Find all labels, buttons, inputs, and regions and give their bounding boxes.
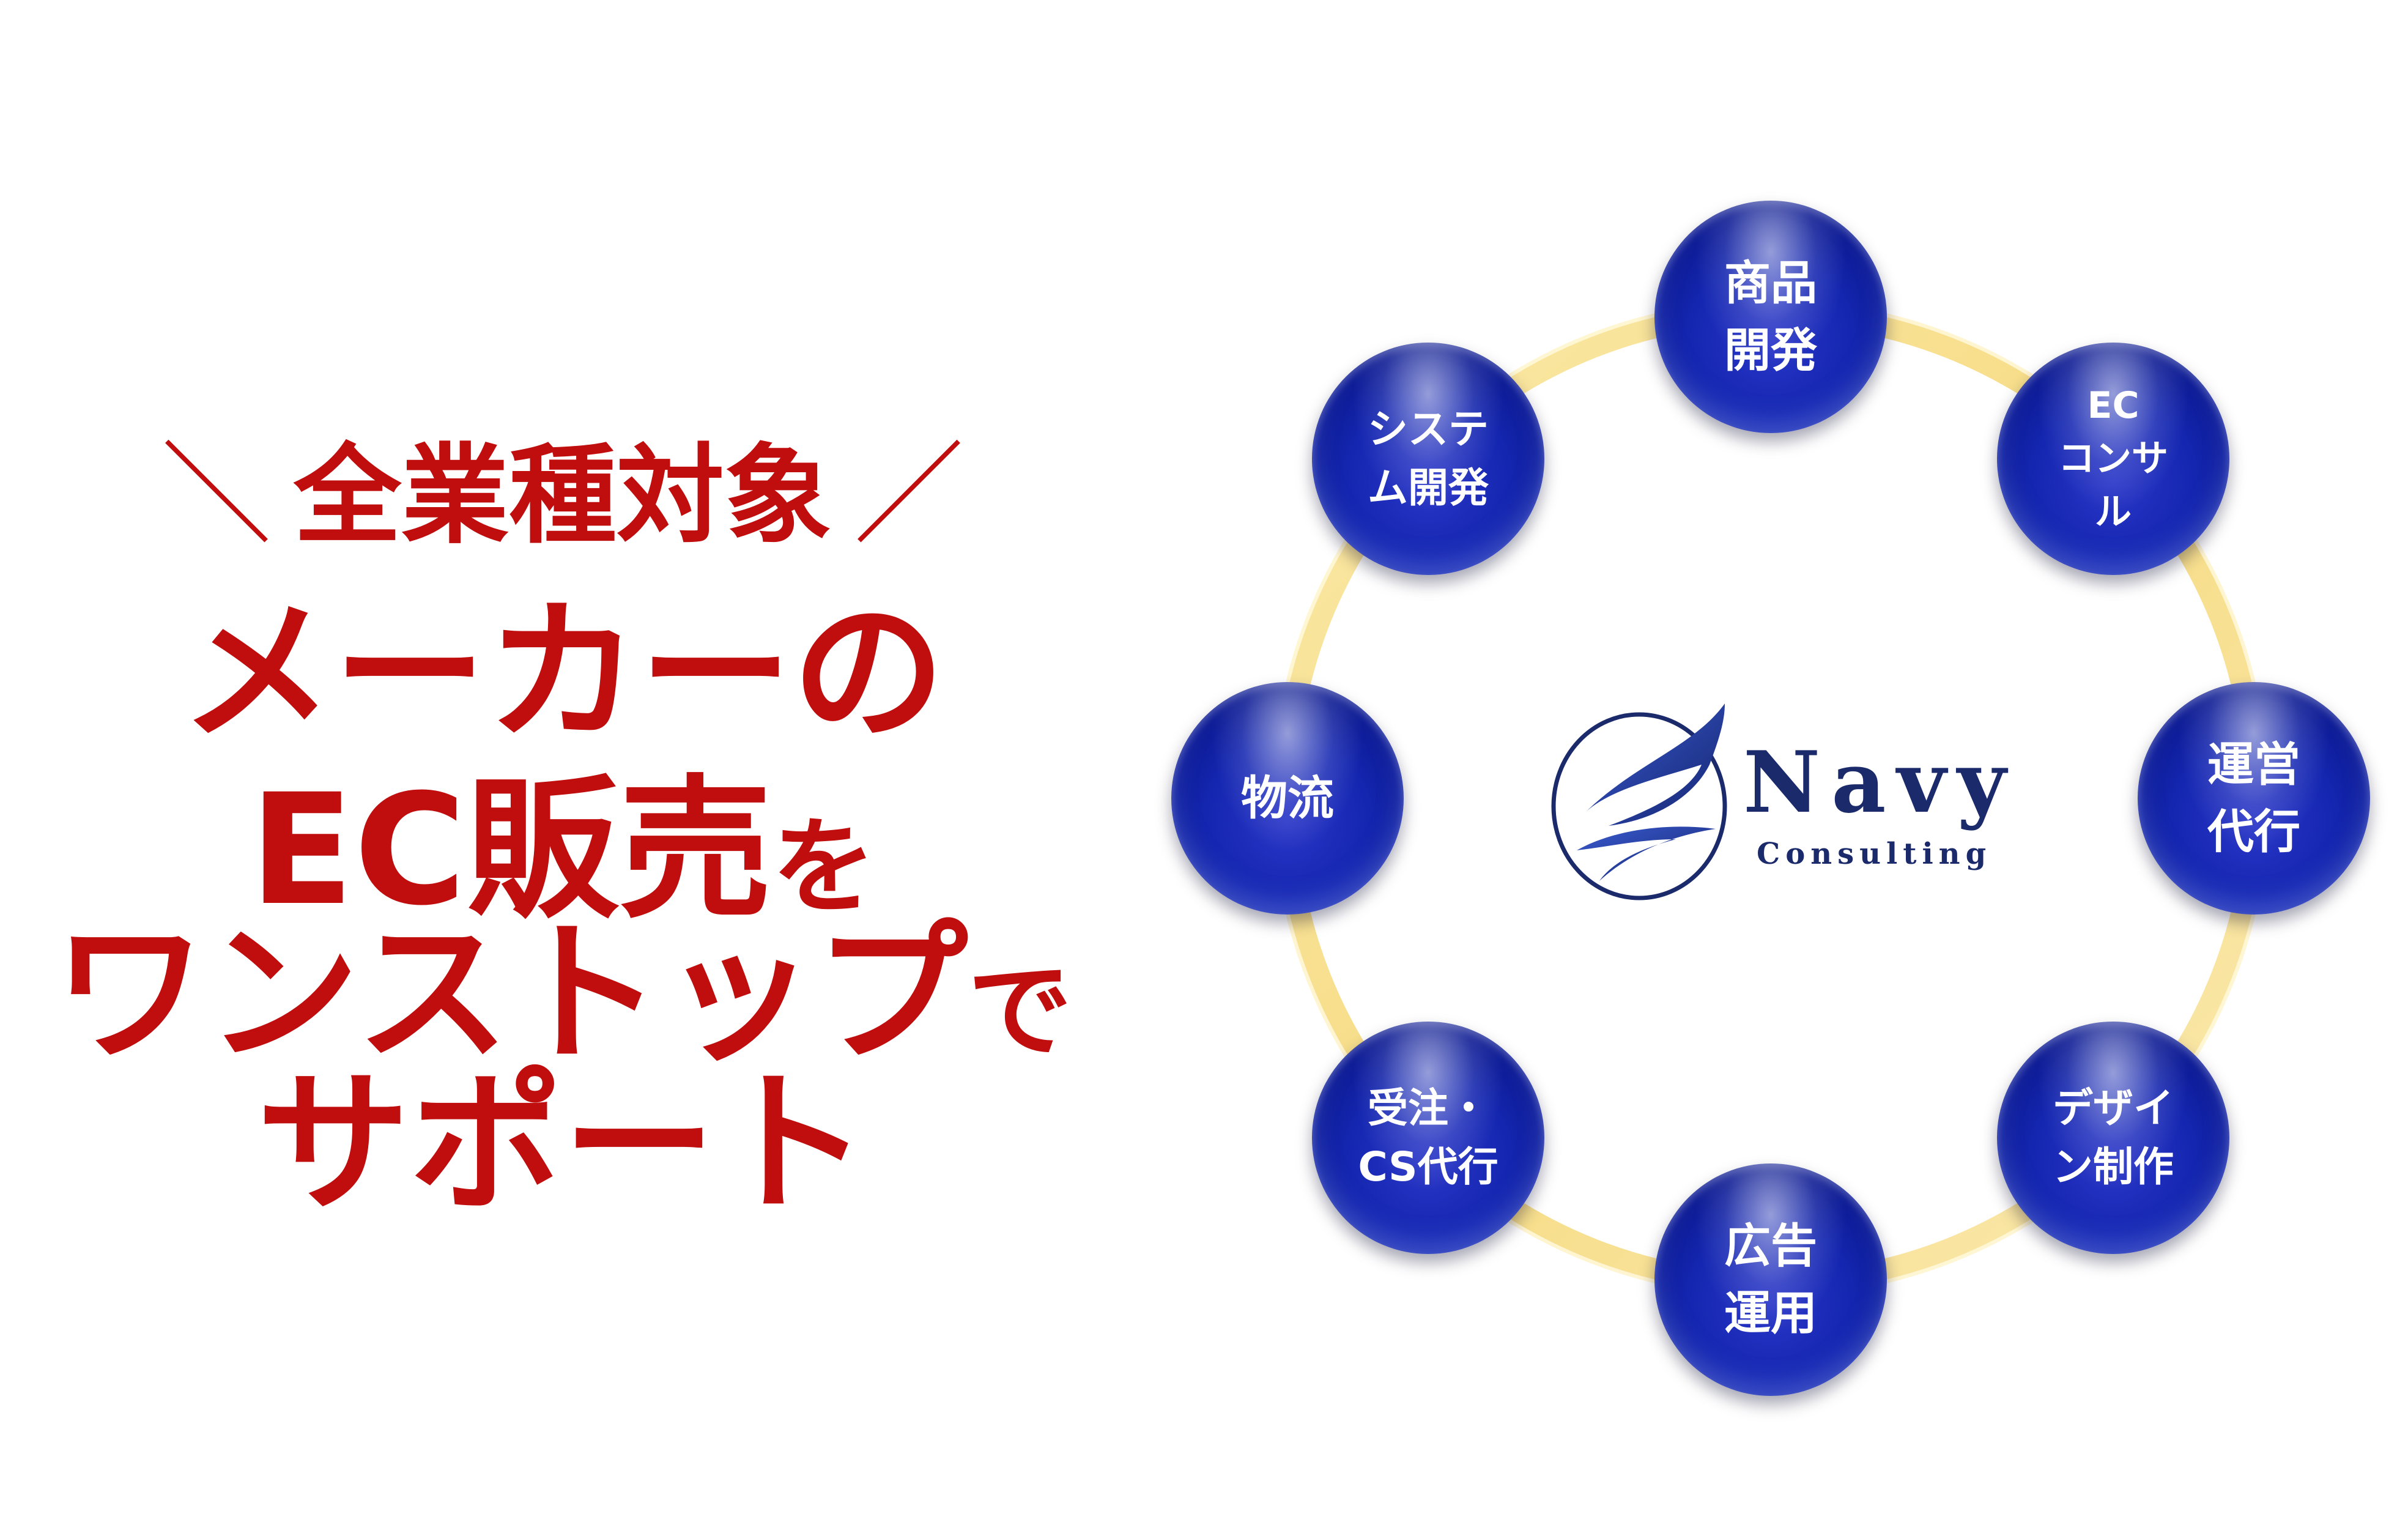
service-node-advertising: 広告 運用 (1654, 1163, 1887, 1396)
left-slash: ＼ (161, 431, 272, 559)
service-node-product-development: 商品 開発 (1654, 201, 1887, 433)
headline-line-2: EC販売を (0, 774, 1125, 927)
service-node-order-cs: 受注・ CS代行 (1312, 1022, 1544, 1254)
headline-line-2-particle: を (772, 807, 876, 928)
right-slash: ／ (854, 431, 965, 559)
headline-line-1: メーカーの (180, 584, 945, 762)
logo-subtitle: Consulting (1757, 837, 1992, 871)
service-label: 商品 開発 (1724, 255, 1817, 377)
service-label: 受注・ CS代行 (1358, 1085, 1499, 1190)
service-label: 物流 (1241, 770, 1334, 825)
logo-name: Navy (1743, 732, 2017, 832)
service-label: デザイ ン制作 (2053, 1085, 2174, 1190)
headline-line-3-main: ワンストップ (53, 905, 968, 1083)
service-label: EC コンサ ル (2058, 384, 2168, 533)
service-node-ec-consulting: EC コンサ ル (1997, 343, 2229, 575)
navy-consulting-logo: Navy Consulting (1541, 697, 2006, 905)
service-ring-diagram: 商品 開発 EC コンサ ル 運営 代行 デザイ ン制作 広告 運用 受注・ C… (1150, 184, 2370, 1444)
headline-line-3-particle: で (968, 951, 1072, 1072)
service-node-system-development: システ ム開発 (1312, 343, 1544, 575)
tagline-text: 全業種対象 (293, 433, 832, 558)
service-node-operations: 運営 代行 (2138, 682, 2370, 915)
service-label: 広告 運用 (1724, 1218, 1817, 1340)
headline-line-2-main: EC販売 (249, 761, 772, 939)
wing-emblem-icon (1551, 703, 1727, 900)
headline: ＼全業種対象／ メーカーの EC販売を ワンストップで サポート (0, 0, 1125, 1514)
headline-line-3: ワンストップで (0, 918, 1125, 1071)
service-node-design: デザイ ン制作 (1997, 1022, 2229, 1254)
service-node-logistics: 物流 (1171, 682, 1404, 915)
headline-line-4: サポート (257, 1055, 869, 1233)
target-tagline: ＼全業種対象／ (0, 440, 1125, 551)
service-label: 運営 代行 (2207, 737, 2300, 859)
service-label: システ ム開発 (1368, 406, 1489, 511)
